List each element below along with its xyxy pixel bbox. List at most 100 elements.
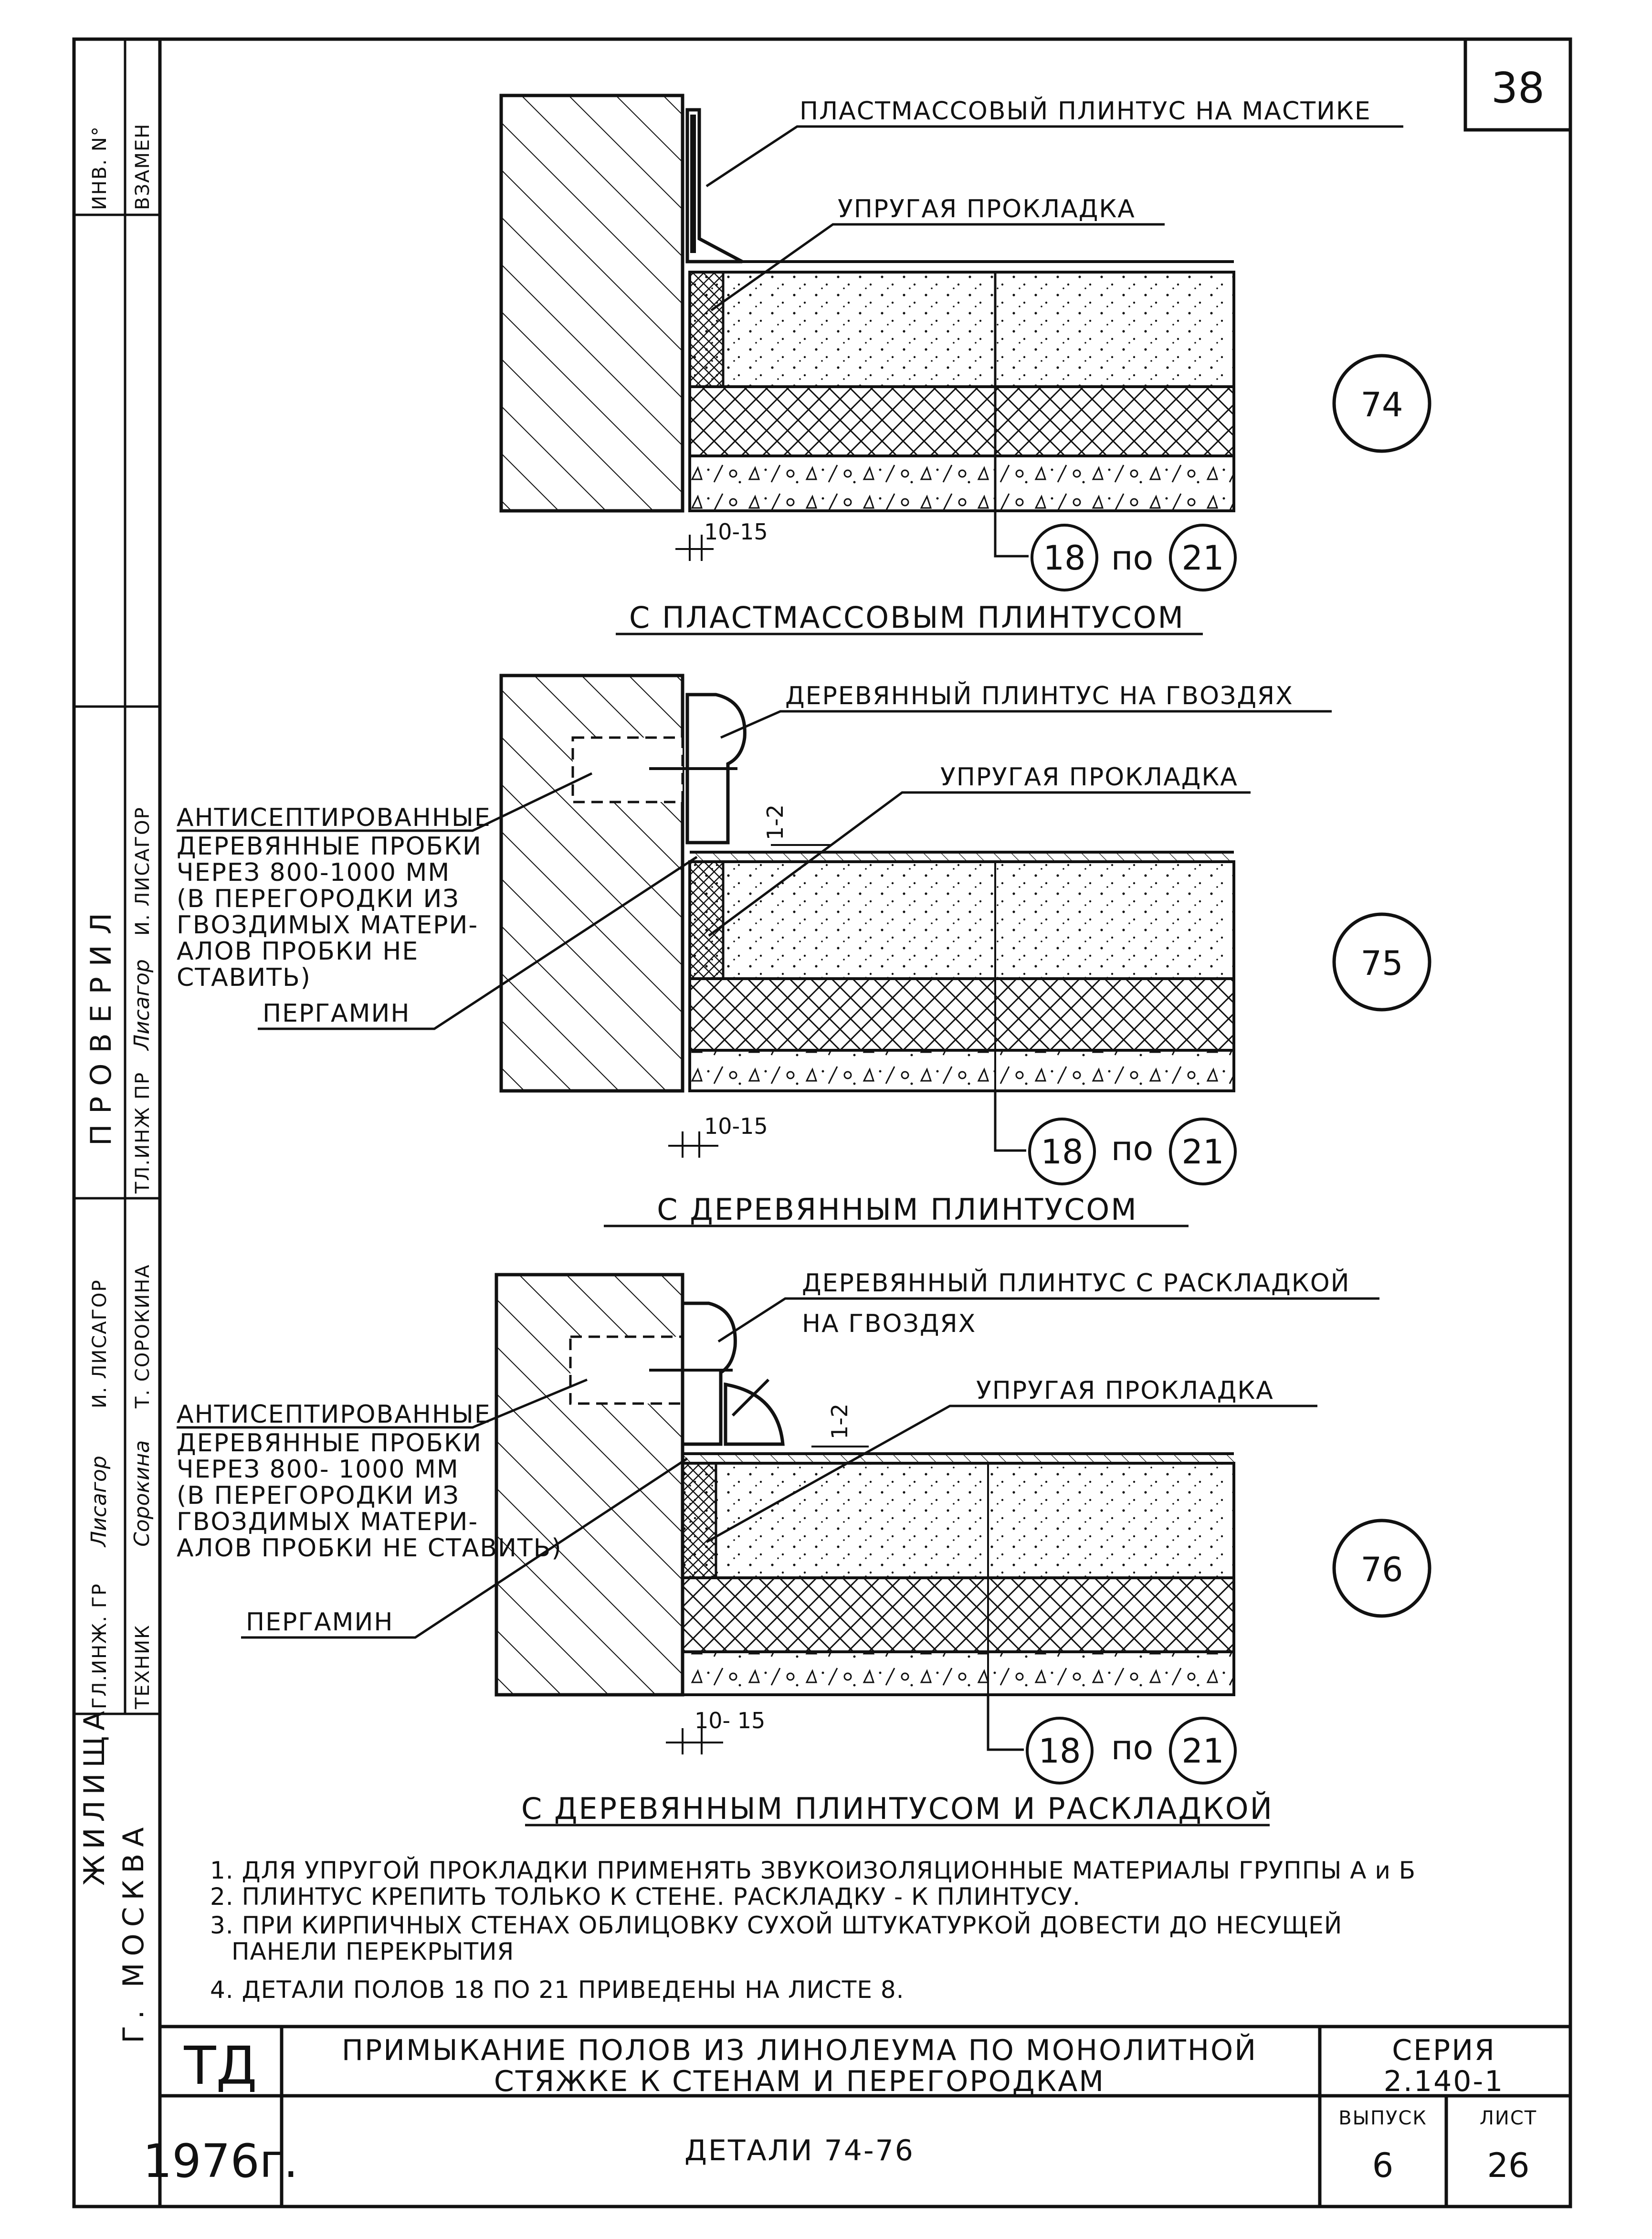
ref-circle-from: [1031, 524, 1098, 591]
ref-circle-to: [1169, 1118, 1237, 1185]
lisagor-signer-1: И. ЛИСАГОР: [132, 806, 154, 936]
label-plugs-line-3: ЧЕРЕЗ 800-1000 ММ: [177, 858, 450, 887]
leader-floor-ref: [994, 1091, 1026, 1152]
detail-number: 76: [1360, 1550, 1403, 1589]
inv-no-label: ИНВ. N°: [89, 126, 111, 210]
leader-pergamin: [258, 855, 698, 1030]
dim-gap: 10- 15: [694, 1708, 765, 1733]
label-plugs-line-1: АНТИСЕПТИРОВАННЫЕ: [177, 1400, 491, 1429]
ref-to: 21: [1181, 539, 1224, 578]
label-wooden-plinth-line-2: НА ГВОЗДЯХ: [802, 1310, 976, 1338]
ref-from: 18: [1038, 1732, 1081, 1771]
label-pergamin: ПЕРГАМИН: [246, 1608, 393, 1637]
label-plugs-line-1: АНТИСЕПТИРОВАННЫЕ: [177, 803, 491, 832]
label-elastic-gasket: УПРУГАЯ ПРОКЛАДКА: [838, 195, 1136, 223]
label-wooden-plinth-line-1: ДЕРЕВЯННЫЙ ПЛИНТУС С РАСКЛАДКОЙ: [802, 1268, 1350, 1298]
label-plugs-line-2: ДЕРЕВЯННЫЕ ПРОБКИ: [177, 1429, 482, 1457]
leader-plugs: [177, 1378, 588, 1429]
label-plugs-line-7: СТАВИТЬ): [177, 963, 311, 992]
ref-circle-from: [1026, 1717, 1094, 1785]
title-line-1: ПРИМЫКАНИЕ ПОЛОВ ИЗ ЛИНОЛЕУМА ПО МОНОЛИТ…: [342, 2033, 1257, 2067]
tekhnik-label: ТЕХНИК: [132, 1624, 154, 1710]
sound-insulation-layer: [688, 977, 1235, 1052]
dim-small: 1-2: [762, 804, 788, 840]
ref-to: 21: [1181, 1132, 1224, 1172]
sound-insulation-layer: [688, 385, 1235, 457]
lisagor-signer-2: И. ЛИСАГОР: [89, 1279, 111, 1408]
issue-label: ВЫПУСК: [1338, 2107, 1427, 2129]
screed-layer: [688, 860, 1235, 980]
vzamen-label: ВЗАМЕН: [132, 123, 154, 210]
sound-insulation-layer: [681, 1576, 1235, 1653]
proveril-label: ПРОВЕРИЛ: [84, 902, 118, 1146]
leader-pergamin: [241, 1457, 688, 1639]
label-plugs-line-4: (В ПЕРЕГОРОДКИ ИЗ: [177, 1481, 460, 1510]
detail-number-circle: [1332, 354, 1431, 453]
sheet-label: ЛИСТ: [1480, 2107, 1537, 2129]
label-plugs-line-2: ДЕРЕВЯННЫЕ ПРОБКИ: [177, 832, 482, 861]
ref-word: по: [1111, 1728, 1154, 1767]
label-plugs-line-4: (В ПЕРЕГОРОДКИ ИЗ: [177, 885, 460, 913]
series-value: 2.140-1: [1384, 2065, 1505, 2098]
ref-to: 21: [1181, 1732, 1224, 1771]
ref-circle-to: [1169, 1717, 1237, 1785]
gl-inzh-gr-label: ГЛ.ИНЖ. ГР: [89, 1583, 111, 1709]
dim-gap: 10-15: [704, 1113, 768, 1139]
drawing-year: 1976г.: [143, 2134, 298, 2188]
screed-layer: [688, 271, 1235, 388]
ref-word: по: [1111, 1129, 1154, 1168]
pergamin-layer: [690, 852, 1234, 862]
sheet-number: 38: [1491, 63, 1545, 113]
detail-75: ДЕРЕВЯННЫЙ ПЛИНТУС НА ГВОЗДЯХ УПРУГАЯ ПР…: [177, 674, 1431, 1227]
checker-signature: Лисагор: [130, 959, 154, 1051]
title-line-2: СТЯЖКЕ К СТЕНАМ И ПЕРЕГОРОДКАМ: [494, 2065, 1105, 2098]
engineer-signature: Лисагор: [87, 1456, 111, 1548]
leader-plinth: [720, 710, 1332, 739]
notes: 1. ДЛЯ УПРУГОЙ ПРОКЛАДКИ ПРИМЕНЯТЬ ЗВУКО…: [210, 1856, 1415, 2004]
leader-floor-ref: [994, 272, 1029, 558]
label-plugs-line-5: ГВОЗДИМЫХ МАТЕРИ-: [177, 911, 478, 940]
sorokina-signer: Т. СОРОКИНА: [132, 1264, 154, 1409]
dim-small: 1-2: [827, 1404, 852, 1439]
label-plugs-line-5: ГВОЗДИМЫХ МАТЕРИ-: [177, 1508, 478, 1536]
leader-plugs: [177, 772, 593, 832]
tl-inzh-pr-label: ТЛ.ИНЖ ПР: [132, 1072, 154, 1194]
elastic-gasket: [688, 271, 725, 388]
detail-caption: С ПЛАСТМАССОВЫМ ПЛИНТУСОМ: [629, 600, 1185, 635]
label-wooden-plinth: ДЕРЕВЯННЫЙ ПЛИНТУС НА ГВОЗДЯХ: [785, 681, 1294, 710]
sheet-frame: [72, 37, 1572, 2208]
drawing-code: ТД: [183, 2035, 257, 2096]
title-block: ТД 1976г. ПРИМЫКАНИЕ ПОЛОВ ИЗ ЛИНОЛЕУМА …: [143, 2025, 1570, 2207]
detail-caption: С ДЕРЕВЯННЫМ ПЛИНТУСОМ: [657, 1192, 1137, 1227]
elastic-gasket: [681, 1462, 717, 1579]
label-plugs-line-3: ЧЕРЕЗ 800- 1000 ММ: [177, 1455, 459, 1484]
detail-number: 75: [1360, 944, 1403, 983]
issue-value: 6: [1372, 2146, 1394, 2185]
note-2: 2. ПЛИНТУС КРЕПИТЬ ТОЛЬКО К СТЕНЕ. РАСКЛ…: [210, 1883, 1081, 1911]
elastic-gasket: [688, 860, 725, 980]
ref-from: 18: [1041, 1132, 1083, 1172]
leader-plinth: [717, 1297, 1379, 1343]
leader-gasket: [708, 791, 1251, 937]
note-3-continued: ПАНЕЛИ ПЕРЕКРЫТИЯ: [231, 1938, 514, 1965]
slab-layer: [688, 454, 1235, 512]
slab-layer: [688, 1049, 1235, 1092]
note-3: 3. ПРИ КИРПИЧНЫХ СТЕНАХ ОБЛИЦОВКУ СУХОЙ …: [210, 1911, 1342, 1939]
leader-gasket: [705, 1405, 1317, 1543]
detail-74: ПЛАСТМАССОВЫЙ ПЛИНТУС НА МАСТИКЕ УПРУГАЯ…: [499, 94, 1431, 635]
organization-name: ЖИЛИЩА: [78, 1705, 111, 1886]
detail-76: ДЕРЕВЯННЫЙ ПЛИНТУС С РАСКЛАДКОЙ НА ГВОЗД…: [177, 1268, 1431, 1827]
screed-layer: [681, 1462, 1235, 1579]
detail-number: 74: [1360, 385, 1403, 424]
label-pergamin: ПЕРГАМИН: [263, 999, 410, 1028]
note-4: 4. ДЕТАЛИ ПОЛОВ 18 ПО 21 ПРИВЕДЕНЫ НА ЛИ…: [210, 1976, 905, 2004]
series-label: СЕРИЯ: [1392, 2034, 1496, 2067]
detail-number-circle: [1332, 1519, 1431, 1618]
technician-signature: Сорокина: [130, 1440, 154, 1547]
slab-layer: [681, 1650, 1235, 1696]
detail-number-circle: [1332, 912, 1431, 1012]
label-plugs-line-6: АЛОВ ПРОБКИ НЕ СТАВИТЬ): [177, 1534, 562, 1563]
molding-nail: [731, 1378, 770, 1417]
quarter-round-molding: [724, 1382, 785, 1446]
